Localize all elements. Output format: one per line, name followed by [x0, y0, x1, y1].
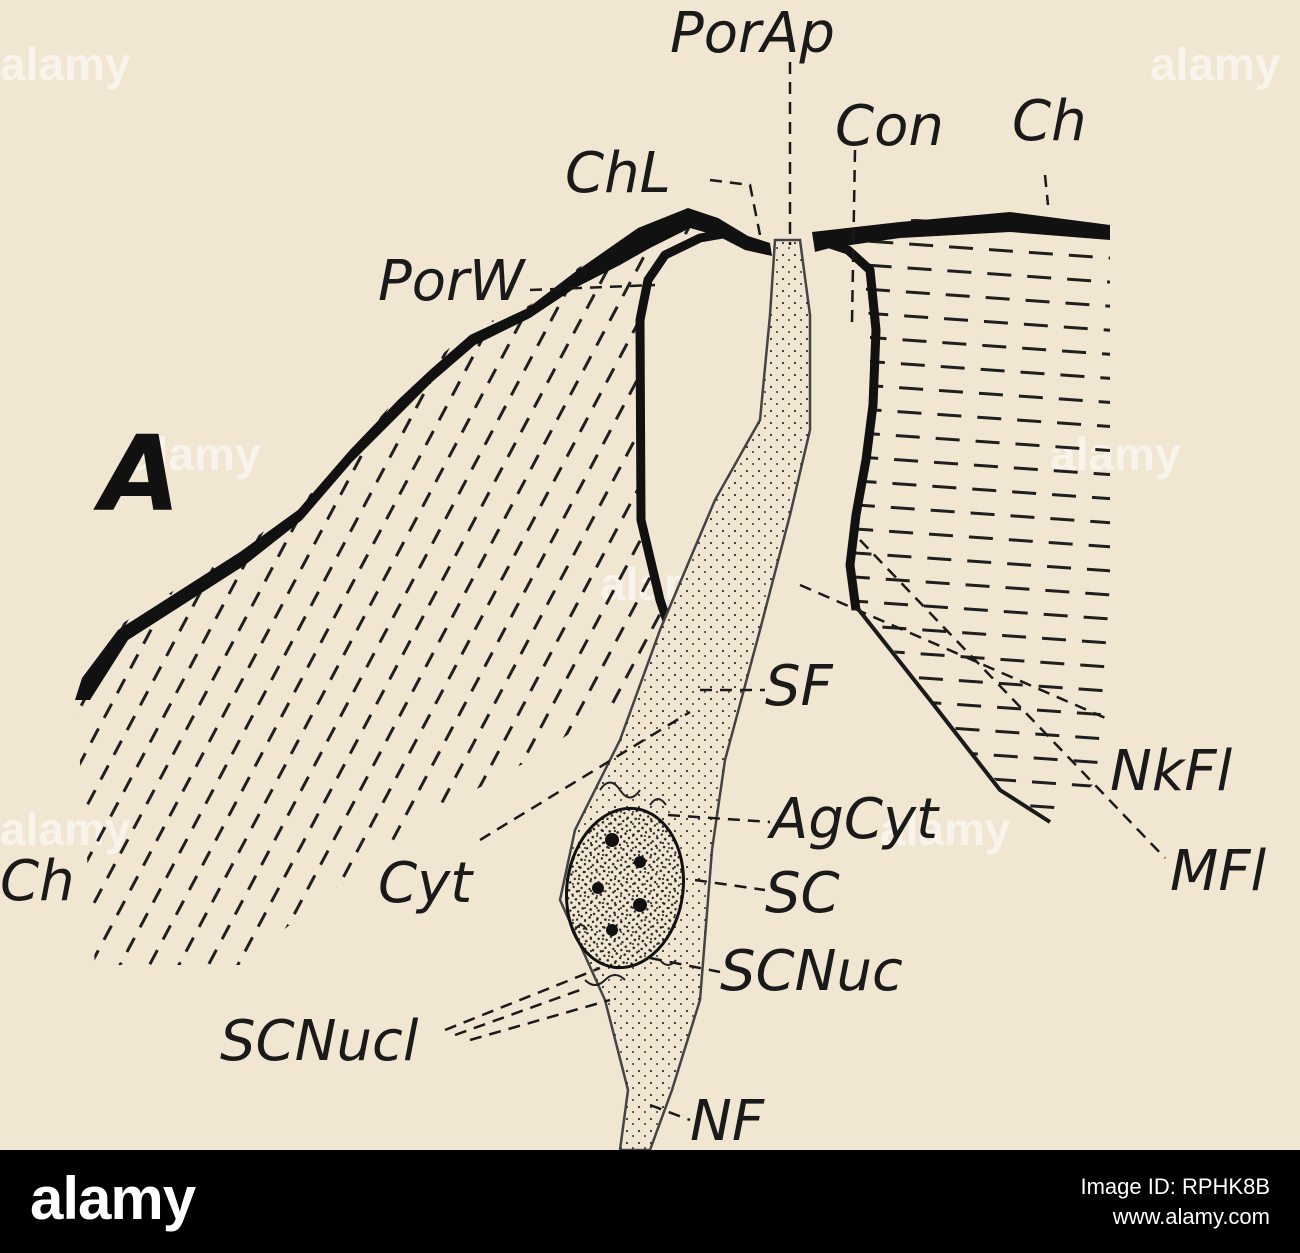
leader-sc	[694, 878, 766, 892]
right-cuticle-block	[815, 212, 1110, 822]
leader-por-w	[529, 283, 656, 292]
cytoplasm-fibrils	[574, 781, 677, 986]
leader-lines	[444, 62, 1166, 1122]
label-sf: SF	[765, 654, 834, 719]
footer-logo: alamy	[30, 1165, 196, 1232]
label-ch-top: Ch	[1012, 89, 1087, 154]
leader-ch-top	[1043, 174, 1050, 206]
leader-chl	[709, 178, 762, 236]
right-chitin-surface	[812, 212, 1110, 252]
watermark: alamy	[0, 38, 131, 90]
label-scnucl: SCNucl	[220, 1009, 419, 1074]
leader-scnucl-3	[469, 998, 611, 1042]
footer-info: Image ID: RPHK8B www.alamy.com	[1080, 1172, 1270, 1232]
nucleoli	[592, 833, 647, 936]
right-pore-wall	[816, 235, 881, 611]
left-pore-wall	[635, 227, 736, 662]
left-cuticle-block	[75, 212, 735, 965]
footer-image-id: Image ID: RPHK8B	[1080, 1174, 1270, 1199]
watermark: alamy	[1150, 38, 1281, 90]
label-panel-a: A	[93, 413, 181, 535]
footer-url: www.alamy.com	[1112, 1204, 1270, 1229]
label-chl: ChL	[565, 141, 671, 206]
leader-scnucl-2	[454, 988, 581, 1037]
watermark: alamy	[880, 803, 1011, 855]
leader-con	[850, 149, 857, 323]
watermark: alamy	[130, 428, 261, 480]
label-por-w: PorW	[378, 249, 527, 314]
label-sc: SC	[765, 861, 840, 926]
label-scnuc: SCNuc	[720, 939, 903, 1004]
leader-scnuc	[649, 956, 721, 974]
label-cyt: Cyt	[378, 851, 474, 916]
diagram-figure: alamy alamy alamy alamy alamy alamy alam…	[0, 1, 1281, 1150]
label-mfl: MFl	[1170, 839, 1267, 904]
leader-agcyt	[667, 813, 771, 824]
leader-scnucl-1	[444, 966, 601, 1032]
leader-nf	[649, 1103, 691, 1122]
leader-nkfl	[799, 583, 1111, 722]
leader-cyt	[479, 710, 691, 842]
label-por-ap: PorAp	[670, 1, 835, 66]
sense-cell-nucleus	[564, 806, 686, 970]
label-agcyt: AgCyt	[767, 787, 940, 852]
label-con: Con	[835, 94, 944, 159]
right-cuticle-lower-edge	[853, 603, 1052, 824]
stock-footer-bar: alamy Image ID: RPHK8B www.alamy.com	[0, 1150, 1300, 1253]
label-ch-left: Ch	[0, 849, 75, 914]
label-nf: NF	[690, 1089, 765, 1150]
label-nkfl: NkFl	[1110, 739, 1233, 804]
leader-mfl	[859, 539, 1166, 859]
